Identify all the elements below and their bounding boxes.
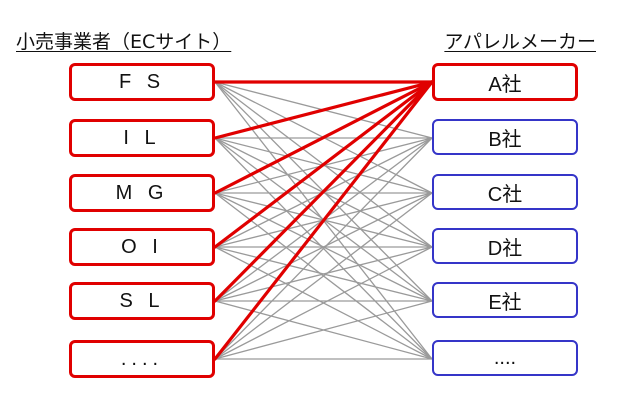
maker-column-header: アパレルメーカー [444, 31, 596, 53]
maker-box: .... [432, 340, 578, 376]
maker-box: D社 [432, 228, 578, 264]
connection-line [214, 192, 433, 360]
retailer-box: M G [69, 174, 215, 212]
maker-box: C社 [432, 174, 578, 210]
retailer-box: I L [69, 119, 215, 157]
highlighted-connection-line [213, 80, 434, 361]
retailer-box: O I [69, 228, 215, 266]
highlighted-connection-line [213, 80, 434, 195]
connection-line [214, 137, 433, 360]
retailer-box: .... [69, 340, 215, 378]
connection-line [214, 246, 433, 302]
highlighted-connection-line [213, 80, 434, 303]
highlighted-connection-line [213, 80, 434, 140]
retailer-box: S L [69, 282, 215, 320]
maker-box: B社 [432, 119, 578, 155]
connection-line [214, 300, 433, 360]
connection-line [214, 192, 433, 302]
retailer-column-header: 小売事業者（ECサイト） [16, 31, 232, 53]
maker-box: E社 [432, 282, 578, 318]
maker-box: A社 [432, 63, 578, 101]
connection-line [214, 246, 433, 360]
retailer-box: F S [69, 63, 215, 101]
highlighted-connection-line [213, 80, 434, 249]
